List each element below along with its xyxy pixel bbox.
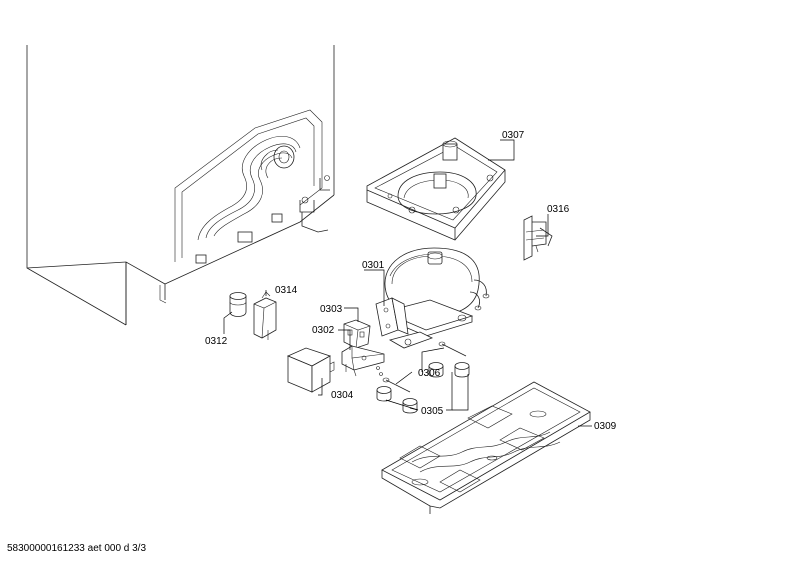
label-0301: 0301 <box>362 260 385 271</box>
part-0305-grommets <box>376 362 470 414</box>
label-0314: 0314 <box>275 285 298 296</box>
part-0316-bracket <box>523 215 553 261</box>
label-0302: 0302 <box>312 325 335 336</box>
label-0307: 0307 <box>502 130 525 141</box>
label-0304: 0304 <box>331 390 354 401</box>
label-0303: 0303 <box>320 304 343 315</box>
leader-lines <box>223 139 592 427</box>
part-0304-box <box>286 347 335 393</box>
part-0309-base-plate <box>381 381 591 514</box>
label-0309: 0309 <box>594 421 617 432</box>
part-0303-starter <box>343 319 371 349</box>
part-0312-capacitor <box>229 292 247 317</box>
part-labels: 0307 0316 0301 0314 0303 0302 0312 0306 … <box>205 130 617 432</box>
label-0306: 0306 <box>418 368 441 379</box>
label-0316: 0316 <box>547 204 570 215</box>
document-id: 58300000161233 aet 000 d 3/3 <box>7 543 147 554</box>
part-0306-screws <box>376 341 467 393</box>
part-0302-overload <box>341 345 385 377</box>
part-0314-relay <box>253 291 277 340</box>
part-0301-compressor <box>375 247 490 349</box>
label-0312: 0312 <box>205 336 228 347</box>
part-0307-tray <box>366 137 506 241</box>
label-0305: 0305 <box>421 406 444 417</box>
fridge-cabinet <box>26 45 335 326</box>
